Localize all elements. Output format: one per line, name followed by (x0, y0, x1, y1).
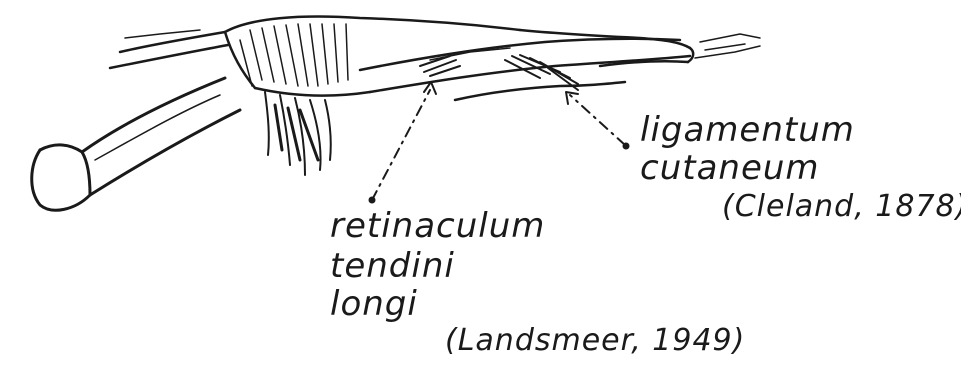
label-tendini: tendini (330, 246, 455, 286)
lateral-band (360, 39, 690, 92)
cutaneum-pointer-arrow (566, 92, 578, 104)
retinaculum-pointer (372, 90, 430, 200)
cutaneum-pointer (570, 95, 625, 145)
label-landsmeer-citation: (Landsmeer, 1949) (445, 323, 745, 358)
retinaculum-pointer-dot (369, 197, 376, 204)
extensor-hood (110, 17, 520, 96)
label-cutaneum: cutaneum (640, 148, 820, 188)
proximal-bone (32, 78, 240, 210)
label-longi: longi (330, 284, 418, 324)
label-retinaculum: retinaculum (330, 206, 545, 246)
distal-phalanx (455, 30, 760, 100)
hood-hatching (240, 24, 348, 86)
cutaneum-pointer-dot (623, 143, 630, 150)
volar-fibres (265, 92, 331, 175)
label-ligamentum: ligamentum (640, 110, 855, 150)
label-cleland-citation: (Cleland, 1878) (722, 189, 961, 224)
